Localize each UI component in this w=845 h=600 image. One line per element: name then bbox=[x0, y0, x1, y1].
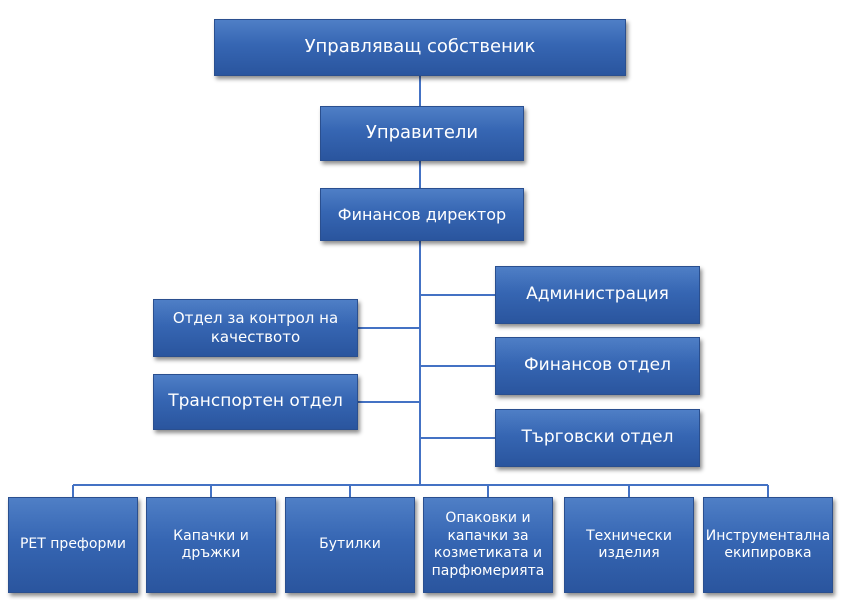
node-managers: Управители bbox=[320, 106, 524, 161]
node-label-group: Отдел за контрол на качеството bbox=[173, 309, 338, 347]
node-label-line: Капачки и bbox=[173, 527, 249, 544]
node-label: Управляващ собственик bbox=[304, 36, 536, 58]
node-tooling-equipment: Инструментална екипировка bbox=[703, 497, 833, 593]
node-transport-department: Транспортен отдел bbox=[153, 374, 358, 430]
node-label: Администрация bbox=[526, 284, 669, 305]
node-label: Управители bbox=[365, 122, 479, 144]
node-finance-department: Финансов отдел bbox=[495, 337, 700, 395]
node-label-line: Инструментална bbox=[705, 527, 831, 544]
node-label-line: качеството bbox=[210, 328, 301, 346]
node-label-group: Технически изделия bbox=[586, 528, 672, 563]
node-label-line: Технически bbox=[586, 527, 672, 544]
node-managing-owner: Управляващ собственик bbox=[214, 19, 626, 76]
node-bottles: Бутилки bbox=[285, 497, 415, 593]
node-label: Транспортен отдел bbox=[168, 391, 343, 412]
node-label-line: капачки за bbox=[447, 527, 529, 544]
node-administration: Администрация bbox=[495, 266, 700, 324]
node-caps-handles: Капачки и дръжки bbox=[146, 497, 276, 593]
node-label: Финансов директор bbox=[337, 204, 507, 224]
node-label-line: козметиката и bbox=[433, 545, 543, 561]
node-label: Бутилки bbox=[319, 536, 381, 553]
node-label-line: изделия bbox=[598, 545, 660, 561]
node-label-line: парфюмерията bbox=[431, 562, 545, 579]
node-label-line: екипировка bbox=[724, 545, 812, 561]
node-technical-products: Технически изделия bbox=[564, 497, 694, 593]
node-label: Търговски отдел bbox=[521, 427, 674, 448]
node-label-line: дръжки bbox=[181, 545, 241, 561]
node-label: PET преформи bbox=[19, 536, 127, 553]
node-label-line: Опаковки и bbox=[445, 510, 531, 526]
node-quality-control: Отдел за контрол на качеството bbox=[153, 299, 358, 357]
node-pet-preforms: PET преформи bbox=[8, 497, 138, 593]
node-finance-director: Финансов директор bbox=[320, 188, 524, 241]
node-label-group: Капачки и дръжки bbox=[173, 528, 249, 563]
node-cosmetics-packaging: Опаковки и капачки за козметиката и парф… bbox=[423, 497, 553, 593]
node-trade-department: Търговски отдел bbox=[495, 409, 700, 467]
node-label-line: Отдел за контрол на bbox=[172, 309, 339, 328]
node-label-group: Инструментална екипировка bbox=[706, 528, 830, 563]
node-label-group: Опаковки и капачки за козметиката и парф… bbox=[432, 510, 545, 580]
node-label: Финансов отдел bbox=[524, 355, 671, 376]
